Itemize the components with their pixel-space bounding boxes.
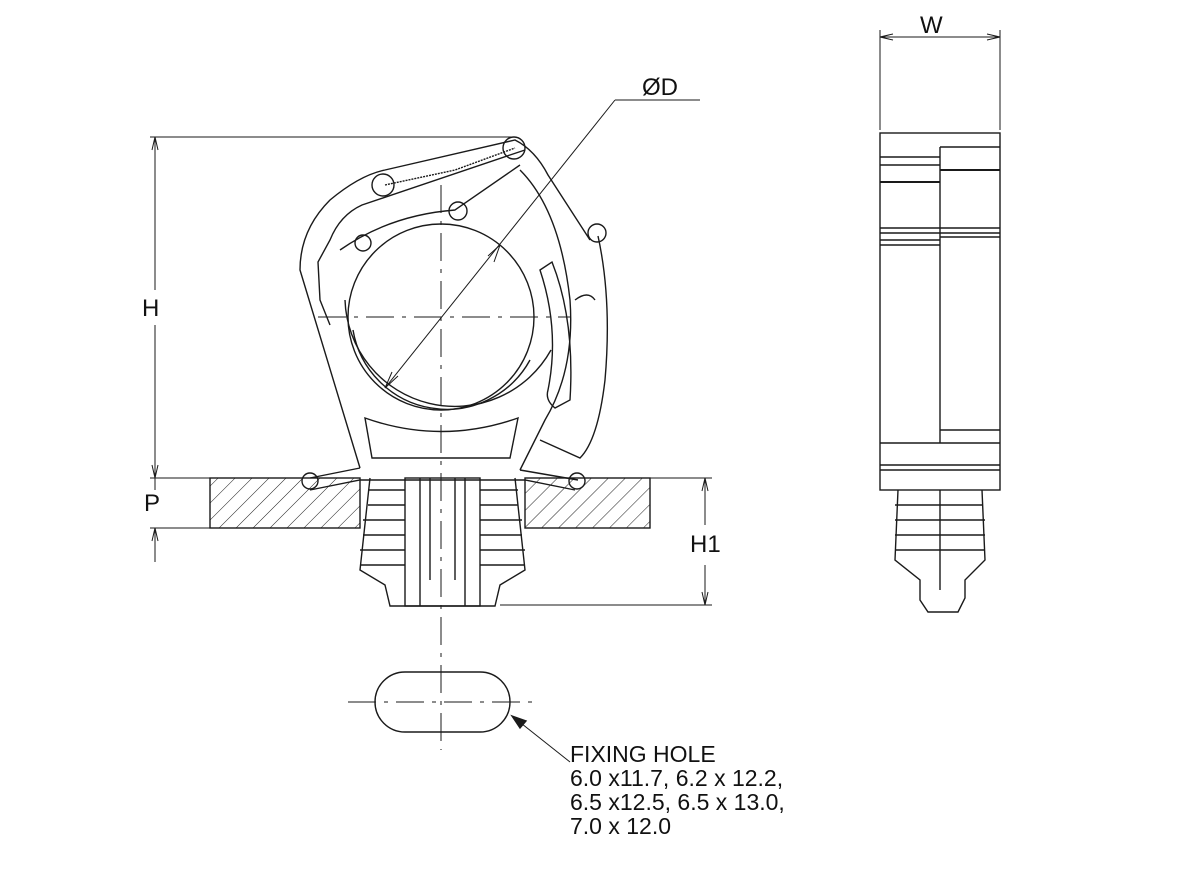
height1-label: H1: [690, 531, 721, 558]
fixing-hole-note: FIXING HOLE 6.0 x11.7, 6.2 x 12.2, 6.5 x…: [570, 742, 785, 838]
fixing-hole-size-line: 6.0 x11.7, 6.2 x 12.2,: [570, 765, 784, 791]
diameter-label: ØD: [642, 76, 678, 100]
dimension-h: [150, 136, 515, 479]
clip-side-view: [879, 30, 1001, 613]
clip-front-view: [299, 136, 609, 491]
fixing-hole-slot: [374, 671, 571, 763]
centerlines: [318, 185, 570, 750]
fastener-front: [359, 477, 526, 607]
fixing-hole-size-line: 6.5 x12.5, 6.5 x 13.0,: [570, 789, 785, 815]
dimension-h1: [500, 477, 712, 606]
mounting-panel: [209, 477, 651, 529]
diameter-symbol: Ø: [642, 74, 661, 101]
diameter-letter: D: [660, 74, 679, 101]
height-label: H: [142, 295, 160, 322]
fixing-hole-size-line: 7.0 x 12.0: [570, 813, 672, 839]
fixing-hole-title: FIXING HOLE: [570, 741, 716, 767]
dimension-d: [384, 99, 700, 389]
width-label: W: [920, 12, 943, 39]
panel-thickness-label: P: [144, 490, 161, 517]
